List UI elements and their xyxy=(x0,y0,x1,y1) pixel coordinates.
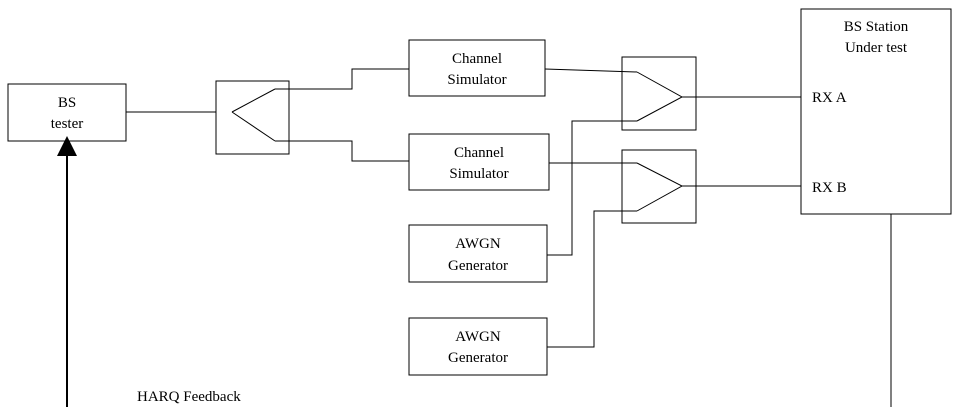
awgn-b-to-combiner-b-line xyxy=(547,210,637,348)
awgn-a-label-line1: AWGN xyxy=(455,236,501,252)
rx-b-port-label: RX B xyxy=(812,180,847,196)
splitter-to-channel-sim-a-line xyxy=(275,68,409,90)
channel-sim-b-label-line2: Simulator xyxy=(449,166,508,182)
channel-sim-a-label-line1: Channel xyxy=(452,51,502,67)
awgn-a-label-line2: Generator xyxy=(448,258,508,274)
channel-sim-b-label-line1: Channel xyxy=(454,145,504,161)
awgn-a-to-combiner-a-line xyxy=(547,120,637,256)
bs-tester-label-line2: tester xyxy=(51,116,83,132)
rx-a-port-label: RX A xyxy=(812,90,847,106)
bs-tester-label-line1: BS xyxy=(58,95,76,111)
channel-simulator-a-block: Channel Simulator xyxy=(408,39,546,97)
splitter-block xyxy=(215,80,290,155)
bs-station-label-line1: BS Station xyxy=(844,19,909,35)
awgn-b-label-line2: Generator xyxy=(448,350,508,366)
channel-simulator-b-block: Channel Simulator xyxy=(408,133,550,191)
awgn-generator-a-block: AWGN Generator xyxy=(408,224,548,283)
bs-station-under-test-block: BS Station Under test RX A RX B xyxy=(800,8,952,215)
channel-sim-a-to-combiner-a-line xyxy=(544,68,638,73)
splitter-lower-arm xyxy=(231,111,276,142)
channel-sim-a-label-line2: Simulator xyxy=(447,72,506,88)
splitter-to-channel-sim-b-line xyxy=(275,140,409,162)
splitter-upper-arm xyxy=(231,88,276,113)
awgn-generator-b-block: AWGN Generator xyxy=(408,317,548,376)
combiner-a-block xyxy=(621,56,697,131)
bs-station-label-line2: Under test xyxy=(845,40,908,56)
awgn-b-label-line1: AWGN xyxy=(455,329,501,345)
bs-tester-block: BS tester xyxy=(7,83,127,142)
harq-feedback-label: HARQ Feedback xyxy=(137,389,241,405)
